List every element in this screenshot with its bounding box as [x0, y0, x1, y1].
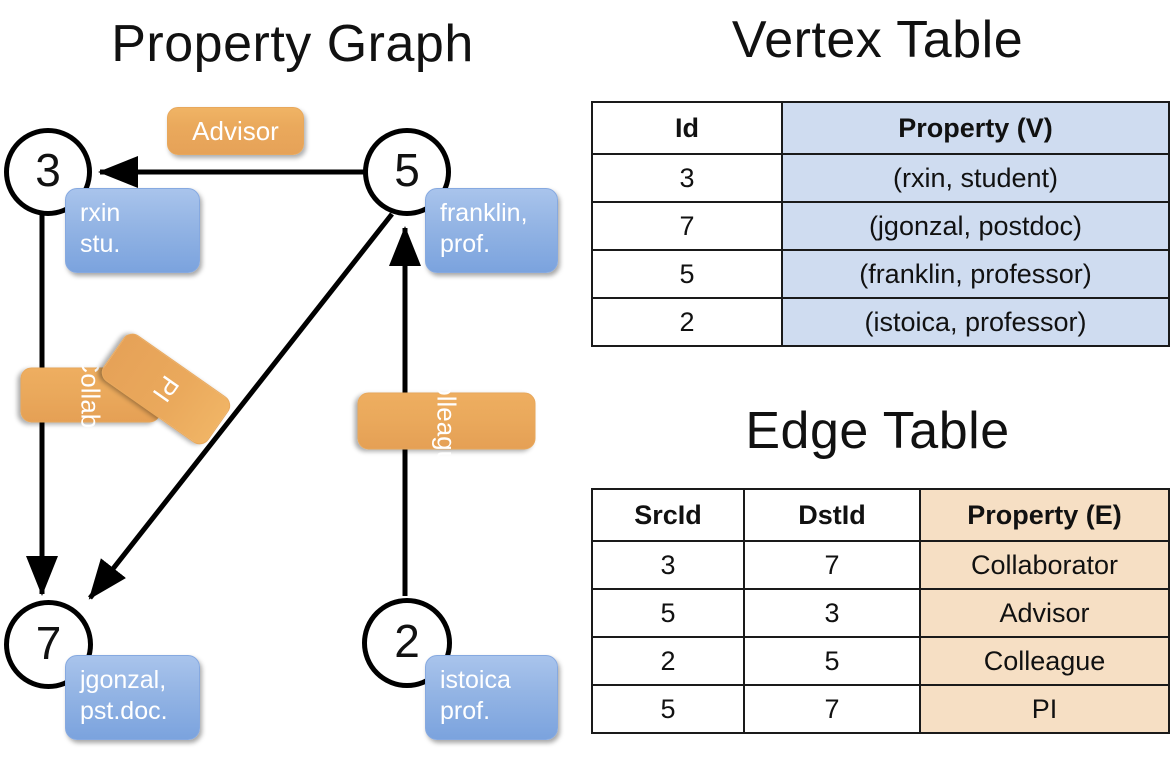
edge-cell-property: Collaborator — [919, 540, 1170, 590]
edge-table: SrcId DstId Property (E) 3 7 Collaborato… — [591, 488, 1170, 734]
graph-node-5-label: 5 — [394, 144, 420, 196]
node-property-box-2: istoica prof. — [425, 655, 558, 740]
edge-label-colleague: Colleague — [357, 362, 536, 480]
table-row: 7 (jgonzal, postdoc) — [591, 201, 1170, 251]
edge-cell-property: PI — [919, 684, 1170, 734]
page-title-vertex-table: Vertex Table — [731, 11, 1024, 69]
edge-cell-src: 5 — [591, 684, 745, 734]
edge-cell-src: 2 — [591, 636, 745, 686]
table-row: 5 3 Advisor — [591, 588, 1170, 638]
table-row: 2 (istoica, professor) — [591, 297, 1170, 347]
vertex-table-header-row: Id Property (V) — [591, 101, 1170, 155]
vertex-table-col-id: Id — [591, 101, 783, 155]
vertex-cell-id: 2 — [591, 297, 783, 347]
vertex-cell-id: 7 — [591, 201, 783, 251]
node-property-box-7: jgonzal, pst.doc. — [65, 655, 200, 740]
graph-node-5[interactable]: 5 — [363, 128, 451, 216]
graph-node-2[interactable]: 2 — [362, 598, 452, 688]
vertex-cell-property: (rxin, student) — [781, 153, 1170, 203]
edge-cell-dst: 5 — [743, 636, 921, 686]
table-row: 5 (franklin, professor) — [591, 249, 1170, 299]
graph-node-2-label: 2 — [394, 615, 420, 667]
node-property-box-5: franklin, prof. — [425, 188, 558, 273]
vertex-cell-property: (franklin, professor) — [781, 249, 1170, 299]
edge-cell-dst: 3 — [743, 588, 921, 638]
node-property-box-3: rxin stu. — [65, 188, 200, 273]
edge-label-advisor: Advisor — [167, 107, 304, 155]
table-row: 5 7 PI — [591, 684, 1170, 734]
edge-table-col-dstid: DstId — [743, 488, 921, 542]
vertex-cell-id: 3 — [591, 153, 783, 203]
edge-table-col-property: Property (E) — [919, 488, 1170, 542]
edge-cell-dst: 7 — [743, 540, 921, 590]
edge-cell-src: 3 — [591, 540, 745, 590]
edge-table-header-row: SrcId DstId Property (E) — [591, 488, 1170, 542]
edge-cell-src: 5 — [591, 588, 745, 638]
edge-arrow-pi — [88, 212, 394, 600]
graph-node-3-label: 3 — [35, 144, 61, 196]
table-row: 3 7 Collaborator — [591, 540, 1170, 590]
table-row: 2 5 Colleague — [591, 636, 1170, 686]
vertex-cell-property: (jgonzal, postdoc) — [781, 201, 1170, 251]
graph-node-7-label: 7 — [35, 616, 62, 669]
vertex-cell-property: (istoica, professor) — [781, 297, 1170, 347]
vertex-table-col-property: Property (V) — [781, 101, 1170, 155]
page-title-edge-table: Edge Table — [745, 402, 1010, 460]
page-title-property-graph: Property Graph — [111, 15, 474, 73]
table-row: 3 (rxin, student) — [591, 153, 1170, 203]
vertex-cell-id: 5 — [591, 249, 783, 299]
edge-table-col-srcid: SrcId — [591, 488, 745, 542]
vertex-table: Id Property (V) 3 (rxin, student) 7 (jgo… — [591, 101, 1170, 347]
edge-cell-property: Advisor — [919, 588, 1170, 638]
edge-cell-dst: 7 — [743, 684, 921, 734]
edge-cell-property: Colleague — [919, 636, 1170, 686]
